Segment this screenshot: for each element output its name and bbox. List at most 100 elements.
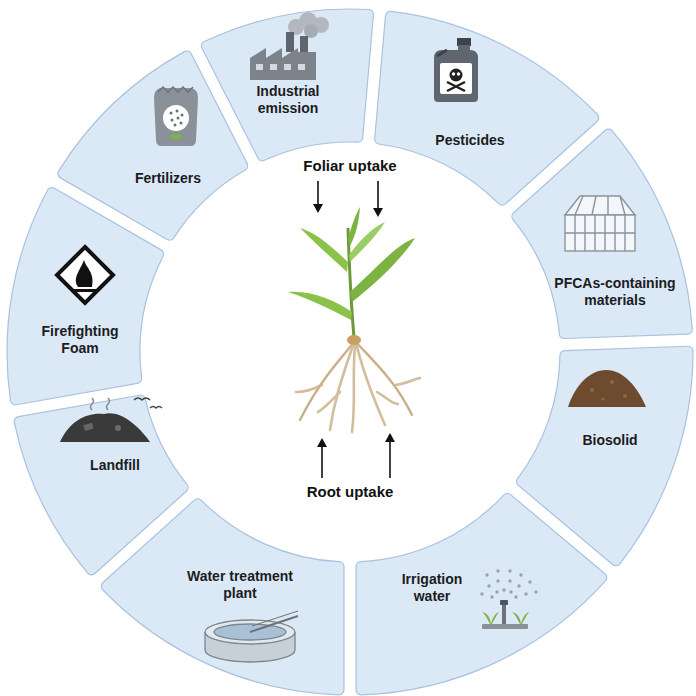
factory-icon bbox=[304, 24, 318, 38]
source-segment: PFCAs-containing materials bbox=[504, 120, 695, 347]
sprinkler-icon bbox=[500, 600, 508, 605]
uptake-arrows bbox=[373, 208, 383, 217]
sprinkler-icon bbox=[508, 569, 511, 572]
source-label: Irrigation water bbox=[391, 571, 473, 605]
fertilizer-bag-icon bbox=[170, 112, 173, 115]
sprinkler-icon bbox=[496, 579, 499, 582]
fertilizer-bag-icon bbox=[154, 87, 198, 146]
label-holder: Foliar uptake bbox=[303, 157, 396, 175]
plant-roots bbox=[356, 342, 412, 415]
source-label: PFCAs-containing materials bbox=[549, 275, 681, 309]
sprinkler-icon bbox=[534, 590, 537, 593]
sprinkler-icon bbox=[482, 624, 528, 629]
segment-outline bbox=[348, 484, 615, 696]
flammable-pictogram-icon bbox=[76, 260, 93, 287]
pesticide-jug-icon bbox=[434, 45, 478, 102]
plant-roots bbox=[300, 342, 354, 420]
greenhouse-icon bbox=[565, 196, 635, 251]
greenhouse-icon bbox=[565, 196, 635, 251]
fertilizer-bag-icon bbox=[163, 105, 189, 131]
flammable-pictogram-icon bbox=[73, 289, 97, 292]
source-label: Biosolid bbox=[555, 432, 665, 449]
sprinkler-icon bbox=[490, 595, 493, 598]
plant-roots bbox=[330, 342, 354, 430]
pesticide-jug-icon bbox=[447, 82, 465, 91]
source-label: Pesticides bbox=[415, 132, 525, 149]
source-segment: Water treatment plant bbox=[93, 490, 352, 696]
sprinkler-icon bbox=[509, 590, 512, 593]
fertilizer-bag-icon bbox=[154, 88, 198, 146]
fertilizer-bag-icon bbox=[176, 110, 179, 113]
plant-roots bbox=[296, 342, 420, 432]
pesticide-jug-icon bbox=[452, 72, 455, 75]
uptake-arrows bbox=[321, 445, 323, 478]
uptake-arrows bbox=[313, 204, 323, 213]
fertilizer-bag-icon bbox=[170, 110, 184, 127]
biosolid-pile-icon bbox=[601, 397, 604, 400]
source-segment: Industrial emission bbox=[192, 7, 382, 167]
plant-roots bbox=[296, 342, 420, 432]
sprinkler-icon bbox=[519, 573, 522, 576]
source-label: Industrial emission bbox=[238, 83, 338, 117]
plant-shoot bbox=[347, 335, 361, 345]
sprinkler-icon bbox=[528, 580, 531, 583]
uptake-arrows bbox=[377, 181, 379, 210]
pesticide-jug-icon bbox=[447, 82, 465, 91]
landfill-icon bbox=[83, 423, 93, 431]
plant-shoot bbox=[288, 207, 415, 345]
plant-roots bbox=[356, 342, 385, 425]
uptake-arrows bbox=[385, 433, 395, 442]
segment-outline bbox=[366, 8, 607, 214]
source-segment: Fertilizers bbox=[50, 44, 257, 249]
fertilizer-bag-icon bbox=[181, 114, 184, 117]
source-label: Firefighting Foam bbox=[32, 323, 128, 357]
landfill-icon bbox=[150, 407, 162, 409]
plant-roots bbox=[300, 342, 412, 420]
sprinkler-icon bbox=[496, 569, 499, 572]
uptake-label: Foliar uptake bbox=[303, 157, 396, 175]
segment-shape bbox=[356, 493, 607, 694]
factory-icon bbox=[270, 64, 277, 70]
sprinkler-icon bbox=[502, 605, 506, 625]
segment-shape bbox=[58, 51, 248, 240]
segment-outline bbox=[93, 490, 352, 696]
source-segment: Landfill bbox=[10, 386, 196, 584]
sprinkler-icon bbox=[524, 592, 527, 595]
plant-shoot bbox=[300, 228, 348, 272]
plant-roots bbox=[377, 392, 398, 404]
sprinkler-icon bbox=[495, 590, 498, 593]
fertilizer-bag-icon bbox=[174, 124, 177, 127]
fertilizer-bag-icon bbox=[171, 119, 174, 122]
sprinkler-icon bbox=[485, 573, 488, 576]
uptake-arrows bbox=[313, 181, 395, 478]
factory-icon bbox=[286, 32, 294, 52]
factory-icon bbox=[300, 36, 308, 52]
fertilizer-bag-icon bbox=[180, 122, 183, 125]
segment-shape bbox=[512, 129, 692, 338]
plant-shoot bbox=[348, 207, 360, 246]
segment-shape bbox=[14, 395, 188, 575]
sprinkler-icon bbox=[508, 579, 511, 582]
factory-icon bbox=[284, 64, 291, 70]
biosolid-pile-icon bbox=[590, 388, 594, 392]
fertilizer-bag-icon bbox=[177, 117, 180, 120]
sprinkler-icon bbox=[514, 595, 517, 598]
pesticide-jug-icon bbox=[437, 50, 447, 56]
pesticide-jug-icon bbox=[450, 69, 463, 82]
uptake-arrows bbox=[317, 181, 319, 206]
sprinkler-icon bbox=[487, 584, 490, 587]
source-segment: Pesticides bbox=[366, 8, 607, 214]
segment-outline bbox=[50, 44, 257, 249]
plant-roots bbox=[395, 378, 420, 385]
plant-shoot bbox=[288, 292, 352, 320]
plant-shoot bbox=[348, 228, 354, 338]
plant-roots bbox=[318, 392, 340, 412]
landfill-icon bbox=[115, 425, 121, 431]
pesticide-jug-icon bbox=[457, 72, 460, 75]
segment-outline bbox=[508, 338, 695, 575]
factory-icon bbox=[298, 64, 305, 70]
pesticide-jug-icon bbox=[440, 63, 472, 94]
pesticide-jug-icon bbox=[457, 38, 471, 46]
source-label: Fertilizers bbox=[113, 170, 223, 187]
